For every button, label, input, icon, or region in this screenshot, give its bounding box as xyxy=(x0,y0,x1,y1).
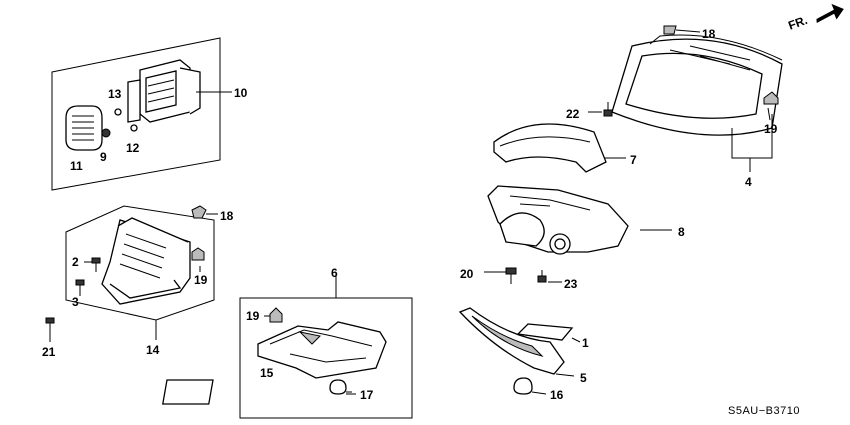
group-10-box xyxy=(51,37,221,191)
screw-21 xyxy=(45,317,55,334)
clip-13 xyxy=(114,108,122,116)
screw-23 xyxy=(537,270,547,283)
front-direction-arrow: FR. xyxy=(786,3,844,33)
callout-21: 21 xyxy=(42,345,56,359)
center-vent-10 xyxy=(127,59,201,123)
diagram-code: S5AU−B3710 xyxy=(728,405,800,417)
callout-12: 12 xyxy=(126,141,140,155)
callout-7: 7 xyxy=(630,153,637,167)
callout-19-cover: 19 xyxy=(246,309,260,323)
callout-19-right: 19 xyxy=(764,122,778,136)
screw-3 xyxy=(75,279,85,294)
clip-19-b xyxy=(269,307,283,323)
callout-13: 13 xyxy=(108,87,122,101)
callout-6: 6 xyxy=(331,266,338,280)
clip-12 xyxy=(130,124,138,132)
callout-4: 4 xyxy=(745,175,752,189)
callout-9: 9 xyxy=(100,150,107,164)
screw-2 xyxy=(91,257,101,272)
leader-lines xyxy=(49,29,771,395)
callout-16: 16 xyxy=(550,388,564,402)
bracket-4 xyxy=(731,114,773,159)
lower-panel-14 xyxy=(101,217,191,305)
screw-22 xyxy=(603,102,613,117)
callout-14: 14 xyxy=(146,343,160,357)
clip-19-a xyxy=(191,247,205,261)
callout-23: 23 xyxy=(564,277,578,291)
callout-15: 15 xyxy=(260,366,274,380)
group-14-box xyxy=(65,205,215,321)
group-6-box xyxy=(239,297,413,419)
callout-11: 11 xyxy=(70,159,83,173)
callout-19-left: 19 xyxy=(194,273,208,287)
callout-5: 5 xyxy=(580,371,587,385)
callout-1: 1 xyxy=(582,336,589,350)
undercover-6 xyxy=(257,321,387,379)
callout-17: 17 xyxy=(360,388,374,402)
pad-1 xyxy=(516,323,574,341)
clip-19-c xyxy=(763,91,779,105)
callout-22: 22 xyxy=(566,107,580,121)
callout-3: 3 xyxy=(72,295,79,309)
callout-18-top: 18 xyxy=(702,27,716,41)
screw-20 xyxy=(505,267,517,284)
callout-20: 20 xyxy=(460,267,474,281)
knee-bolster-5 xyxy=(458,307,565,375)
callout-18-left: 18 xyxy=(220,209,234,223)
upper-column-cover-7 xyxy=(493,123,607,173)
meter-visor-4 xyxy=(611,34,783,136)
callout-8: 8 xyxy=(678,225,685,239)
callout-10: 10 xyxy=(234,86,248,100)
clip-18-b xyxy=(663,25,677,35)
pad-15 xyxy=(161,379,214,405)
callout-2: 2 xyxy=(72,255,79,269)
clip-16 xyxy=(513,377,533,395)
lower-column-cover-8 xyxy=(487,185,629,255)
nut-9 xyxy=(101,128,111,138)
direction-label: FR. xyxy=(786,13,809,33)
side-vent-11 xyxy=(65,105,103,151)
clip-17 xyxy=(329,379,352,395)
clip-18-a xyxy=(191,205,207,219)
